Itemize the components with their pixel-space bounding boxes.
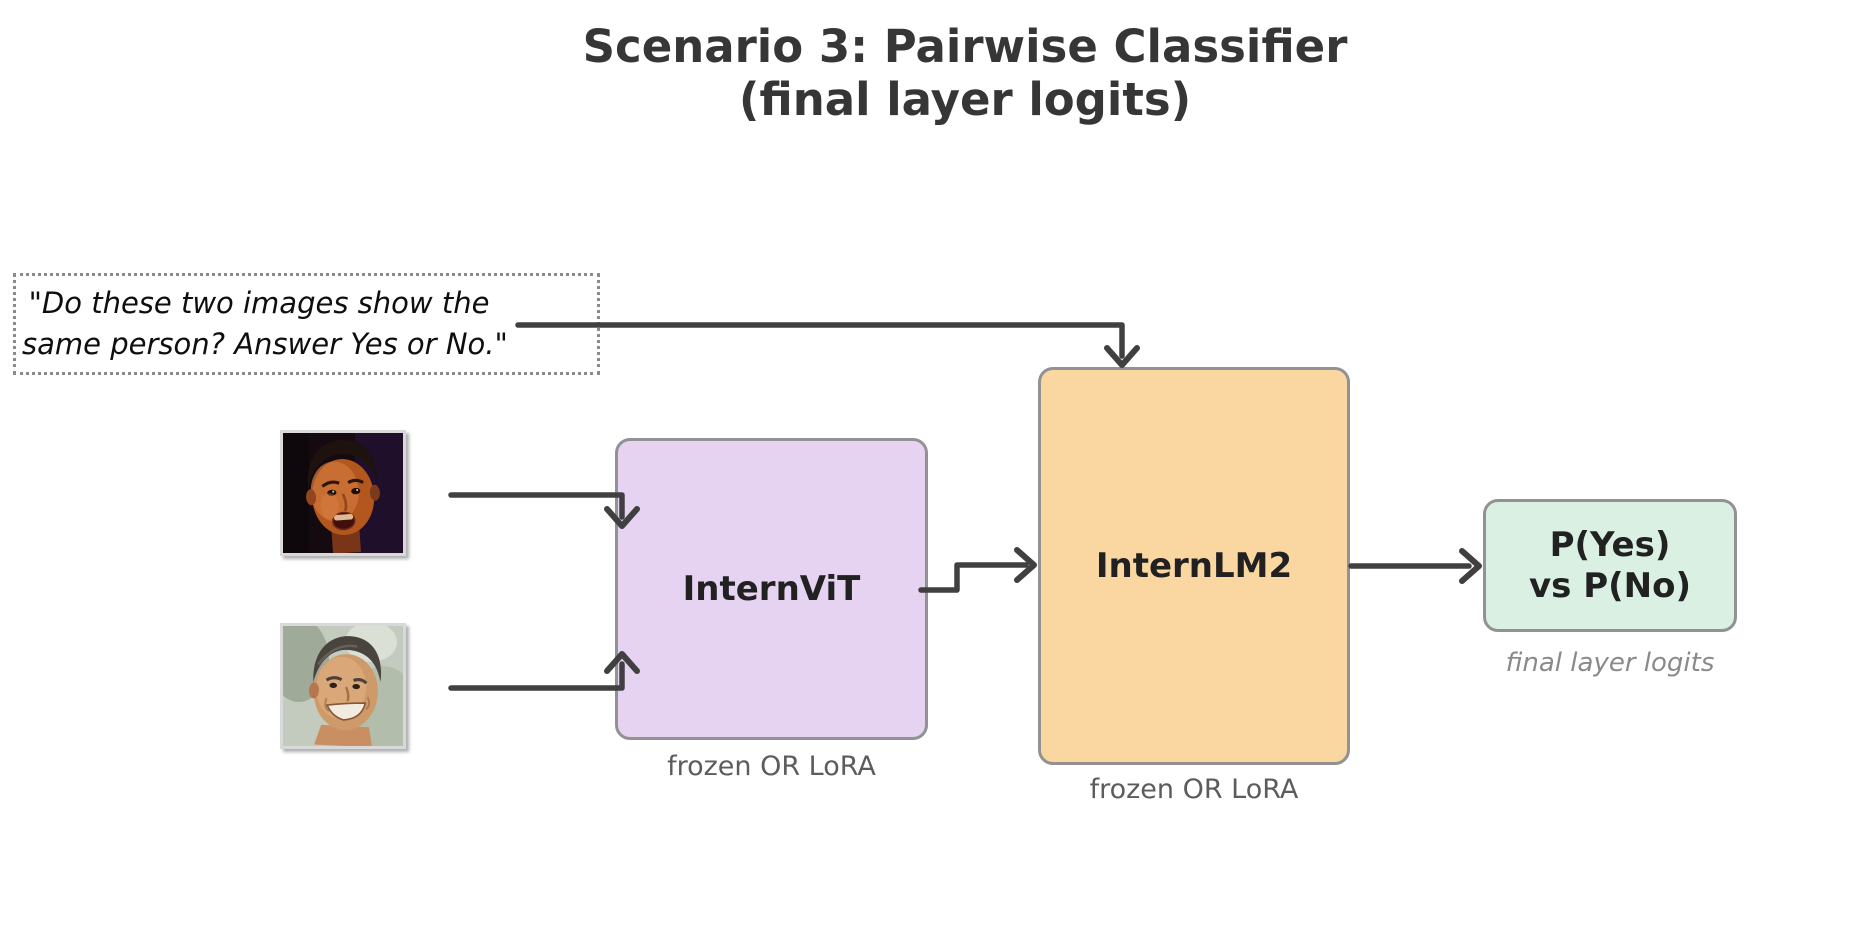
face-photo-2 bbox=[280, 623, 406, 749]
arrow-internvit-to-internlm2 bbox=[918, 562, 1029, 593]
figure-title: Scenario 3: Pairwise Classifier (final l… bbox=[480, 20, 1450, 126]
prompt-text-line2: same person? Answer Yes or No." bbox=[22, 327, 508, 361]
arrowhead-prompt-to-internlm2 bbox=[1104, 345, 1140, 368]
output-label-line2: vs P(No) bbox=[1528, 565, 1692, 606]
output-label-line1: P(Yes) bbox=[1549, 524, 1671, 565]
internlm2-label: InternLM2 bbox=[1095, 545, 1293, 586]
internvit-caption: frozen OR LoRA bbox=[667, 751, 876, 782]
internvit-node: InternViT bbox=[615, 438, 928, 740]
figure-title-line2: (final layer logits) bbox=[738, 73, 1192, 127]
figure-title-line1: Scenario 3: Pairwise Classifier bbox=[582, 20, 1348, 73]
internlm2-caption: frozen OR LoRA bbox=[1089, 774, 1299, 805]
arrow-prompt-to-internlm2 bbox=[515, 322, 1125, 359]
photo1-face bbox=[306, 440, 380, 553]
internvit-label: InternViT bbox=[682, 568, 861, 609]
arrow-image2-to-internvit bbox=[448, 661, 625, 691]
photo2-face bbox=[308, 636, 382, 746]
output-caption: final layer logits bbox=[1505, 648, 1715, 678]
prompt-text: "Do these two images show the same perso… bbox=[22, 276, 508, 372]
face-photo-1 bbox=[280, 430, 406, 556]
prompt-text-line1: "Do these two images show the bbox=[28, 286, 490, 321]
internlm2-node: InternLM2 bbox=[1038, 367, 1350, 765]
arrow-image1-to-internvit bbox=[448, 492, 625, 520]
arrowhead-internlm2-to-output bbox=[1459, 548, 1482, 584]
output-node: P(Yes) vs P(No) bbox=[1483, 499, 1737, 632]
prompt-text-box: "Do these two images show the same perso… bbox=[13, 273, 600, 375]
arrowhead-internvit-to-internlm2 bbox=[1014, 547, 1037, 583]
